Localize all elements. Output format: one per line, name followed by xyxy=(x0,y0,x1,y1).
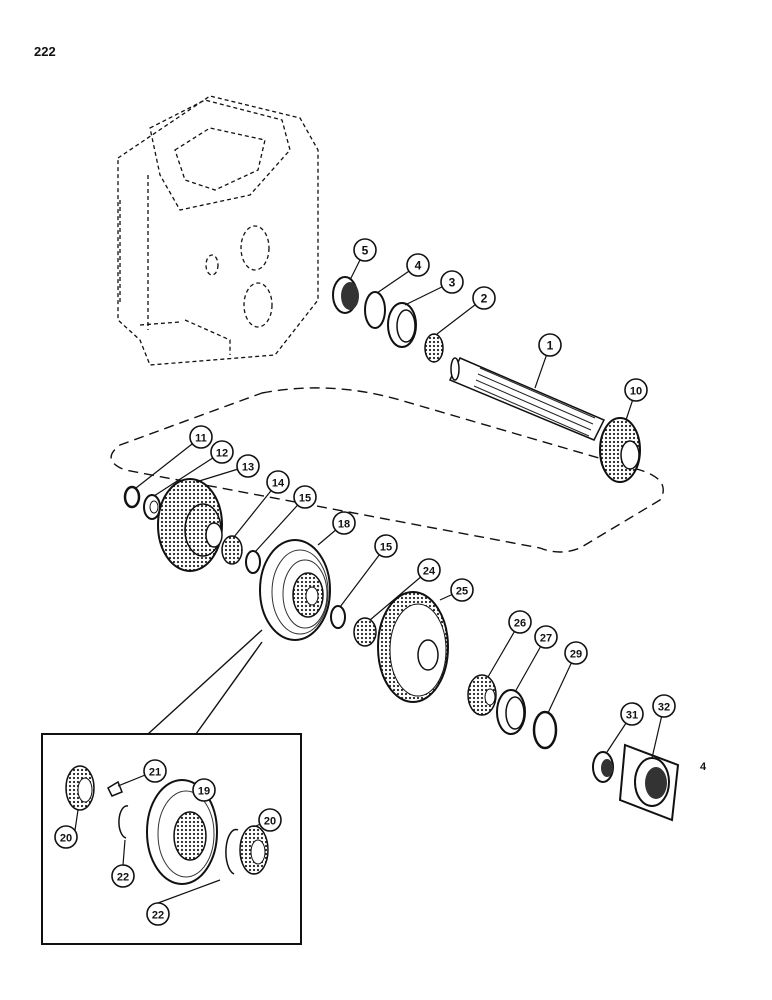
part-11-ring xyxy=(123,485,141,509)
callout-5: 5 xyxy=(353,238,377,262)
transmission-housing xyxy=(117,95,319,366)
callout-24: 24 xyxy=(417,558,441,582)
part-15-washer-b xyxy=(330,605,346,629)
callout-1: 1 xyxy=(538,333,562,357)
part-15-washer xyxy=(245,550,261,574)
svg-text:24: 24 xyxy=(423,566,436,578)
callout-20: 20 xyxy=(54,825,78,849)
svg-text:31: 31 xyxy=(626,710,638,722)
svg-text:12: 12 xyxy=(216,448,228,460)
svg-text:32: 32 xyxy=(658,702,670,714)
part-25-gear xyxy=(377,591,449,703)
svg-text:13: 13 xyxy=(242,462,254,474)
svg-text:18: 18 xyxy=(338,519,350,531)
svg-text:3: 3 xyxy=(449,276,456,290)
callout-26: 26 xyxy=(508,610,532,634)
callout-21: 21 xyxy=(143,759,167,783)
callout-13: 13 xyxy=(236,454,260,478)
svg-text:14: 14 xyxy=(272,478,285,490)
part-13-gear xyxy=(157,478,223,572)
callout-3: 3 xyxy=(440,270,464,294)
svg-text:25: 25 xyxy=(456,586,468,598)
svg-text:20: 20 xyxy=(60,833,72,845)
svg-text:29: 29 xyxy=(570,649,582,661)
callout-20-b: 20 xyxy=(258,808,282,832)
svg-text:15: 15 xyxy=(299,493,311,505)
callout-11: 11 xyxy=(189,425,213,449)
svg-text:10: 10 xyxy=(630,386,642,398)
part-14-needle-bearing xyxy=(221,535,243,565)
part-10-gear xyxy=(599,417,641,483)
callout-22: 22 xyxy=(111,864,135,888)
svg-text:11: 11 xyxy=(195,433,207,445)
svg-text:15: 15 xyxy=(380,542,392,554)
svg-text:22: 22 xyxy=(152,910,164,922)
callout-31: 31 xyxy=(620,702,644,726)
callout-29: 29 xyxy=(564,641,588,665)
svg-text:21: 21 xyxy=(149,767,161,779)
part-18-synchronizer xyxy=(259,539,331,641)
part-27-cup xyxy=(496,689,526,735)
callout-32: 32 xyxy=(652,694,676,718)
callout-19: 19 xyxy=(192,778,216,802)
part-31-seal xyxy=(592,751,614,783)
callout-15: 15 xyxy=(293,485,317,509)
detail-inset xyxy=(41,629,302,945)
callout-2: 2 xyxy=(472,286,496,310)
svg-text:26: 26 xyxy=(514,618,526,630)
callout-4: 4 xyxy=(406,253,430,277)
part-5-seal xyxy=(332,276,359,314)
part-29-ring xyxy=(532,710,558,750)
svg-text:4: 4 xyxy=(415,259,422,273)
part-3-cup xyxy=(387,302,417,348)
callout-27: 27 xyxy=(534,625,558,649)
callout-22-b: 22 xyxy=(146,902,170,926)
callouts: 5 4 3 2 1 10 11 12 13 14 15 18 15 24 25 … xyxy=(54,238,676,926)
part-26-bearing-cone xyxy=(467,674,497,716)
callout-14: 14 xyxy=(266,470,290,494)
part-2-bearing-cone xyxy=(424,333,444,363)
callout-18: 18 xyxy=(332,511,356,535)
part-24-needle-bearing xyxy=(353,617,377,647)
part-4-ring xyxy=(364,291,386,329)
svg-text:20: 20 xyxy=(264,816,276,828)
callout-15-b: 15 xyxy=(374,534,398,558)
stray-mark: 4 xyxy=(700,761,707,773)
callout-25: 25 xyxy=(450,578,474,602)
part-32-retainer xyxy=(618,743,680,822)
page-number: 222 xyxy=(34,44,56,59)
callout-12: 12 xyxy=(210,440,234,464)
svg-text:5: 5 xyxy=(362,244,369,258)
callout-10: 10 xyxy=(624,378,648,402)
group-outline xyxy=(110,387,664,553)
svg-text:22: 22 xyxy=(117,872,129,884)
svg-text:1: 1 xyxy=(547,339,554,353)
part-12-washer xyxy=(143,494,161,520)
svg-text:2: 2 xyxy=(481,292,488,306)
part-1-shaft xyxy=(448,357,606,441)
svg-text:27: 27 xyxy=(540,633,552,645)
svg-text:19: 19 xyxy=(198,786,210,798)
